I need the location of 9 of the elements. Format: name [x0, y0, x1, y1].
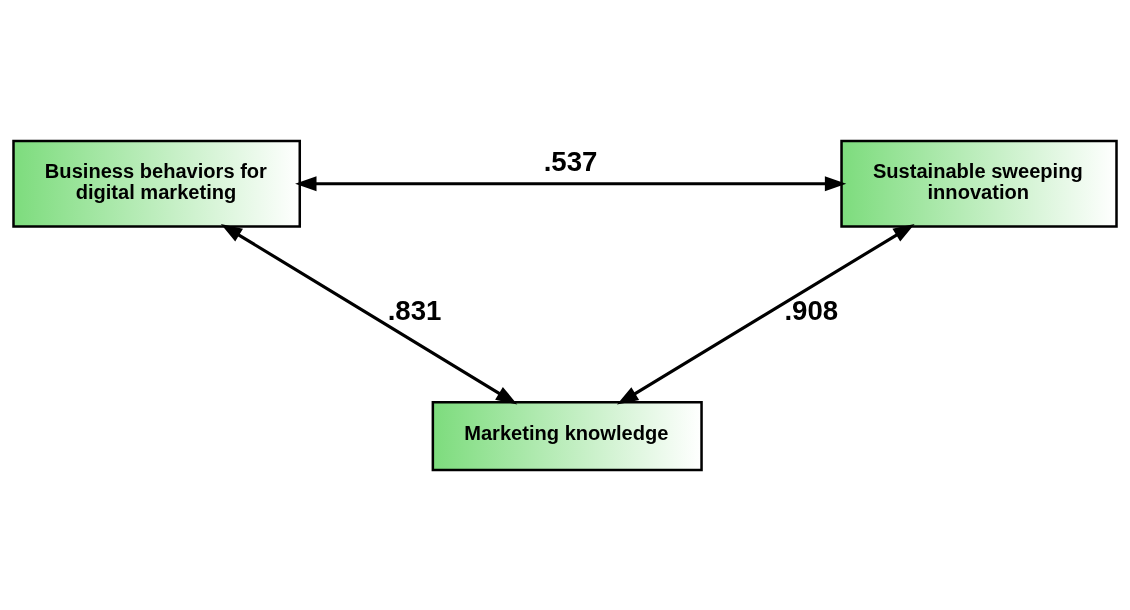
arrow [295, 175, 847, 191]
node-box: Marketing knowledge [431, 400, 703, 471]
arrow [616, 223, 915, 405]
edge-label: .537 [543, 145, 598, 177]
edge-label: .908 [784, 294, 839, 326]
arrow [220, 223, 518, 404]
node-box: Business behaviors for digital marketing [12, 139, 301, 228]
edge-label: .831 [387, 294, 442, 326]
node-box: Sustainable sweeping innovation [840, 139, 1118, 228]
